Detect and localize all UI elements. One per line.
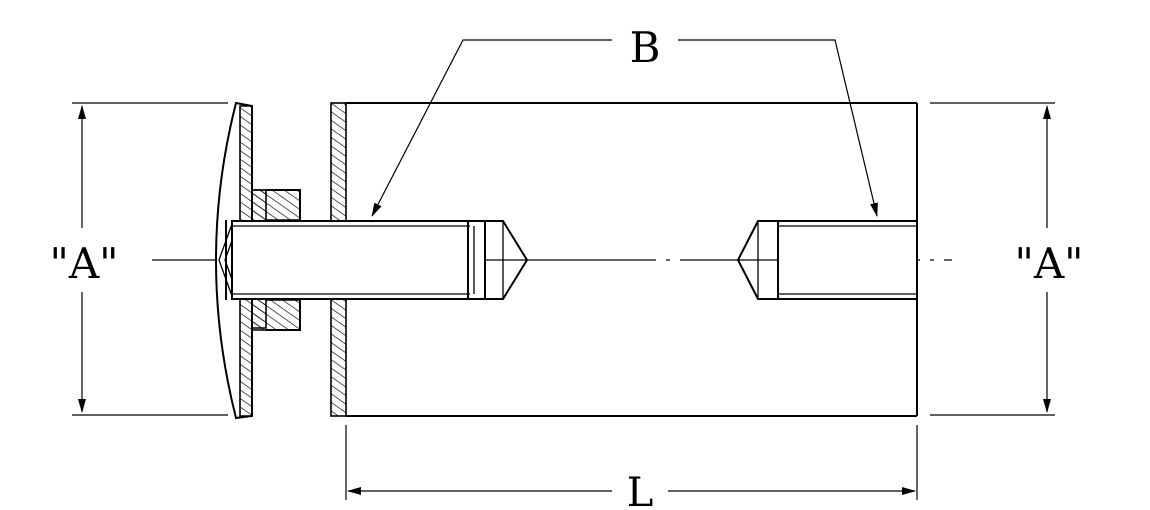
dimension-a-right: "A" (930, 102, 1084, 416)
tapped-hole-right (736, 220, 918, 300)
dimension-label-a-left: "A" (50, 239, 119, 288)
dimension-label-l: L (627, 470, 654, 510)
screw-left (231, 220, 529, 300)
thread-label-b: B (630, 23, 661, 72)
dimension-l: L (345, 425, 918, 510)
dimension-a-left: "A" (50, 102, 228, 416)
dimension-label-a-right: "A" (1015, 239, 1084, 288)
leader-b: B (371, 23, 878, 217)
